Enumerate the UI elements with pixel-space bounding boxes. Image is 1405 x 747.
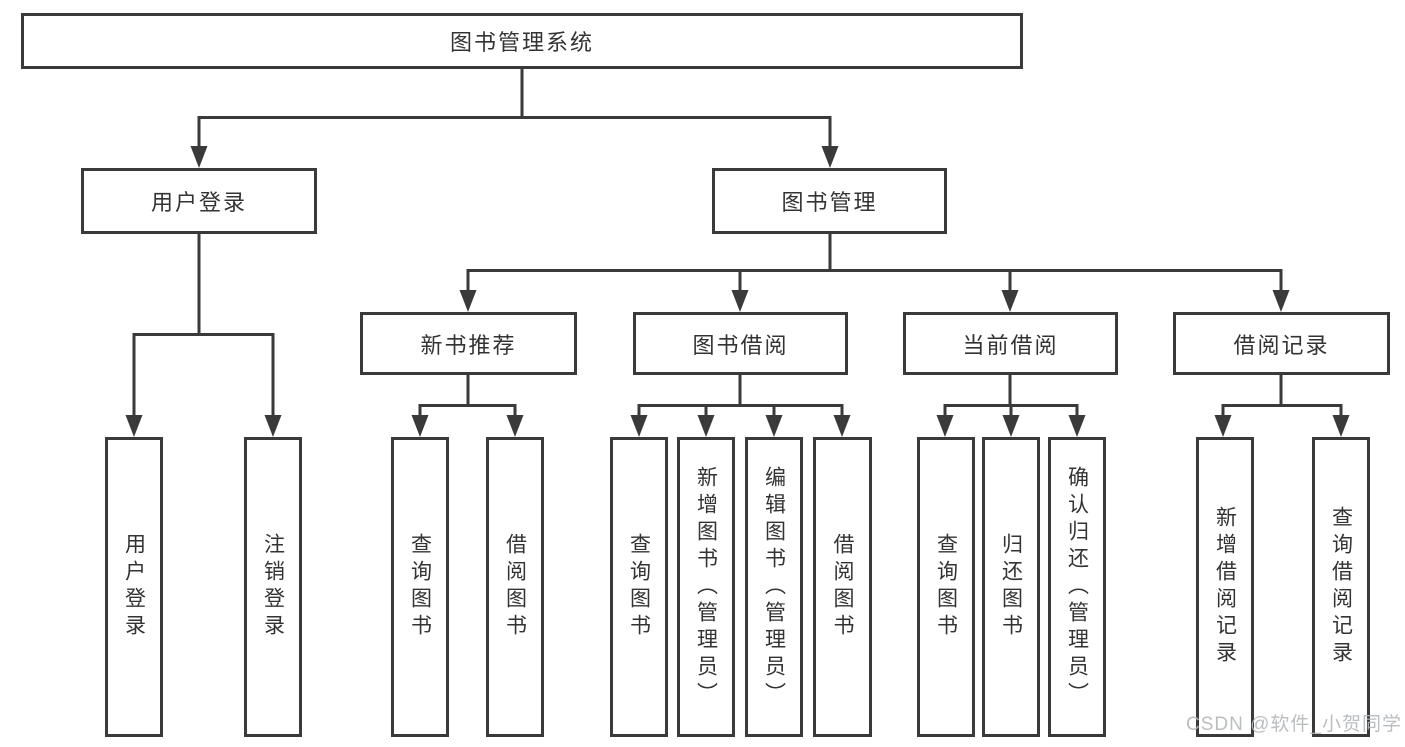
leaf-borrowing-add-books-admin-label: 新增图书（管理员） <box>694 465 718 709</box>
leaf-borrowing-add-books-admin: 新增图书（管理员） <box>677 437 735 737</box>
leaf-records-query-record-label: 查询借阅记录 <box>1329 506 1353 668</box>
leaf-logout: 注销登录 <box>244 437 302 737</box>
leaf-current-return-books-label: 归还图书 <box>999 533 1023 641</box>
leaf-recommend-query-books: 查询图书 <box>391 437 449 737</box>
node-user-login: 用户登录 <box>81 168 317 234</box>
node-library-management-system-label: 图书管理系统 <box>449 30 594 55</box>
node-book-borrowing: 图书借阅 <box>633 312 848 375</box>
node-current-borrowing: 当前借阅 <box>903 312 1118 375</box>
leaf-records-add-record: 新增借阅记录 <box>1196 437 1254 737</box>
leaf-borrowing-query-books: 查询图书 <box>610 437 668 737</box>
leaf-current-return-books: 归还图书 <box>982 437 1040 737</box>
leaf-records-query-record: 查询借阅记录 <box>1312 437 1370 737</box>
leaf-recommend-query-books-label: 查询图书 <box>408 533 432 641</box>
node-borrowing-records: 借阅记录 <box>1173 312 1390 375</box>
node-current-borrowing-label: 当前借阅 <box>962 332 1059 358</box>
node-borrowing-records-label: 借阅记录 <box>1233 332 1330 358</box>
node-new-book-recommend-label: 新书推荐 <box>420 332 517 358</box>
leaf-records-add-record-label: 新增借阅记录 <box>1213 506 1237 668</box>
node-user-login-label: 用户登录 <box>150 190 247 215</box>
leaf-logout-label: 注销登录 <box>261 533 285 641</box>
leaf-current-confirm-return-admin: 确认归还（管理员） <box>1048 437 1106 737</box>
node-book-management-label: 图书管理 <box>781 190 878 215</box>
leaf-borrowing-edit-books-admin-label: 编辑图书（管理员） <box>762 465 786 709</box>
leaf-current-confirm-return-admin-label: 确认归还（管理员） <box>1065 465 1089 709</box>
leaf-user-login: 用户登录 <box>105 437 163 737</box>
leaf-current-query-books: 查询图书 <box>917 437 975 737</box>
node-book-management: 图书管理 <box>712 168 947 234</box>
leaf-borrowing-edit-books-admin: 编辑图书（管理员） <box>745 437 803 737</box>
leaf-recommend-borrow-books: 借阅图书 <box>486 437 544 737</box>
leaf-user-login-label: 用户登录 <box>122 533 146 641</box>
node-new-book-recommend: 新书推荐 <box>360 312 577 375</box>
leaf-borrowing-borrow-books-label: 借阅图书 <box>831 533 855 641</box>
node-library-management-system: 图书管理系统 <box>21 13 1023 69</box>
leaf-recommend-borrow-books-label: 借阅图书 <box>503 533 527 641</box>
leaf-borrowing-borrow-books: 借阅图书 <box>813 437 872 737</box>
leaf-borrowing-query-books-label: 查询图书 <box>627 533 651 641</box>
leaf-current-query-books-label: 查询图书 <box>934 533 958 641</box>
node-book-borrowing-label: 图书借阅 <box>692 332 789 358</box>
